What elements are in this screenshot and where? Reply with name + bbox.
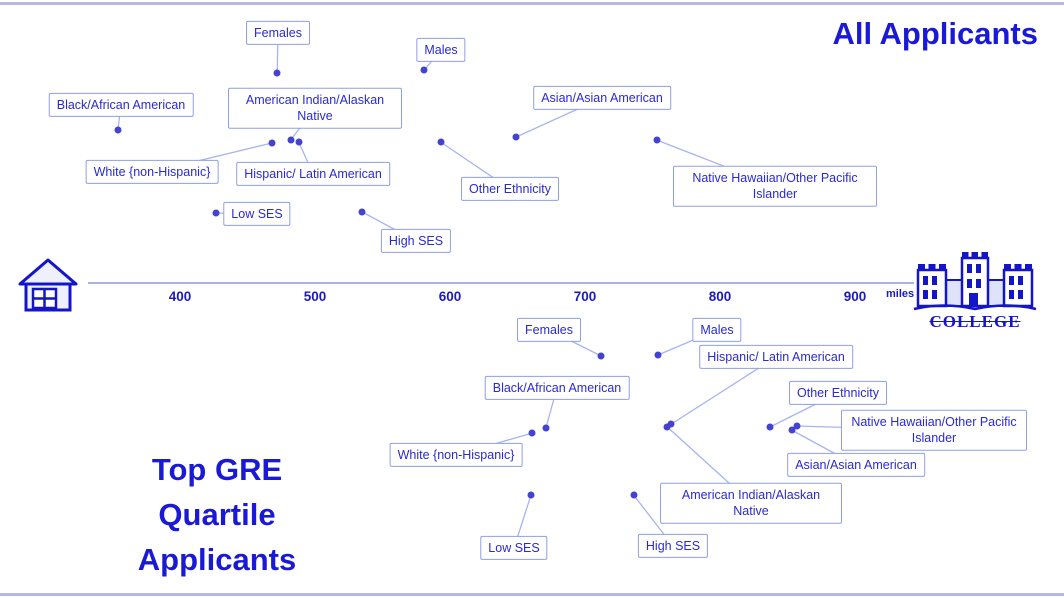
data-point-label: Other Ethnicity bbox=[789, 380, 887, 406]
data-point-dot bbox=[268, 139, 276, 147]
data-point-dot bbox=[273, 69, 281, 77]
data-point-dot bbox=[287, 136, 295, 144]
title-top-gre-line2: Quartile bbox=[158, 496, 276, 532]
data-point-label: Hispanic/ Latin American bbox=[699, 344, 853, 370]
data-point-label: Native Hawaiian/Other Pacific Islander bbox=[673, 165, 877, 207]
title-top-gre-quartile: Top GRE Quartile Applicants bbox=[57, 448, 377, 583]
data-point-dot bbox=[597, 352, 605, 360]
data-point-label: White {non-Hispanic} bbox=[85, 159, 219, 185]
college-icon bbox=[913, 252, 1037, 311]
data-point-label: Native Hawaiian/Other Pacific Islander bbox=[841, 409, 1027, 451]
axis-unit-label: miles bbox=[886, 288, 915, 300]
distance-axis-line bbox=[88, 282, 914, 284]
data-point-dot bbox=[212, 209, 220, 217]
data-point-dot bbox=[793, 422, 801, 430]
data-point-label: American Indian/Alaskan Native bbox=[228, 87, 402, 129]
data-point-label: Males bbox=[416, 37, 466, 63]
data-point-label: White {non-Hispanic} bbox=[389, 442, 523, 468]
bottom-border-line bbox=[0, 593, 1064, 596]
data-point-dot bbox=[358, 208, 366, 216]
data-point-label: Low SES bbox=[480, 535, 548, 561]
data-point-dot bbox=[420, 66, 428, 74]
data-point-label: Black/African American bbox=[48, 92, 194, 118]
data-point-label: High SES bbox=[380, 228, 452, 254]
data-point-dot bbox=[542, 424, 550, 432]
data-point-label: Males bbox=[692, 317, 742, 343]
axis-tick-label: 700 bbox=[573, 289, 597, 304]
data-point-dot bbox=[114, 126, 122, 134]
data-point-label: Other Ethnicity bbox=[461, 176, 559, 202]
data-point-label: Low SES bbox=[223, 201, 291, 227]
data-point-dot bbox=[653, 136, 661, 144]
title-top-gre-line3: Applicants bbox=[137, 541, 297, 577]
home-icon bbox=[18, 258, 78, 312]
axis-tick-label: 800 bbox=[708, 289, 732, 304]
data-point-dot bbox=[527, 491, 535, 499]
data-point-dot bbox=[528, 429, 536, 437]
data-point-label: Hispanic/ Latin American bbox=[236, 161, 390, 187]
data-point-dot bbox=[766, 423, 774, 431]
data-point-dot bbox=[667, 420, 675, 428]
data-point-label: High SES bbox=[637, 533, 709, 559]
data-point-dot bbox=[654, 351, 662, 359]
data-point-dot bbox=[512, 133, 520, 141]
axis-tick-label: 600 bbox=[438, 289, 462, 304]
data-point-label: Females bbox=[517, 317, 581, 343]
college-label: COLLEGE bbox=[929, 312, 1021, 331]
data-point-dot bbox=[663, 423, 671, 431]
axis-tick-label: 500 bbox=[303, 289, 327, 304]
title-all-applicants: All Applicants bbox=[832, 16, 1038, 51]
data-point-label: Black/African American bbox=[484, 375, 630, 401]
data-point-dot bbox=[788, 426, 796, 434]
title-top-gre-line1: Top GRE bbox=[151, 452, 283, 487]
top-border-line bbox=[0, 2, 1064, 5]
data-point-label: Asian/Asian American bbox=[787, 452, 925, 478]
axis-tick-label: 900 bbox=[843, 289, 867, 304]
data-point-dot bbox=[630, 491, 638, 499]
data-point-label: American Indian/Alaskan Native bbox=[660, 482, 842, 524]
data-point-label: Females bbox=[246, 20, 310, 46]
data-point-dot bbox=[295, 138, 303, 146]
data-point-label: Asian/Asian American bbox=[533, 85, 671, 111]
axis-tick-label: 400 bbox=[168, 289, 192, 304]
data-point-dot bbox=[437, 138, 445, 146]
